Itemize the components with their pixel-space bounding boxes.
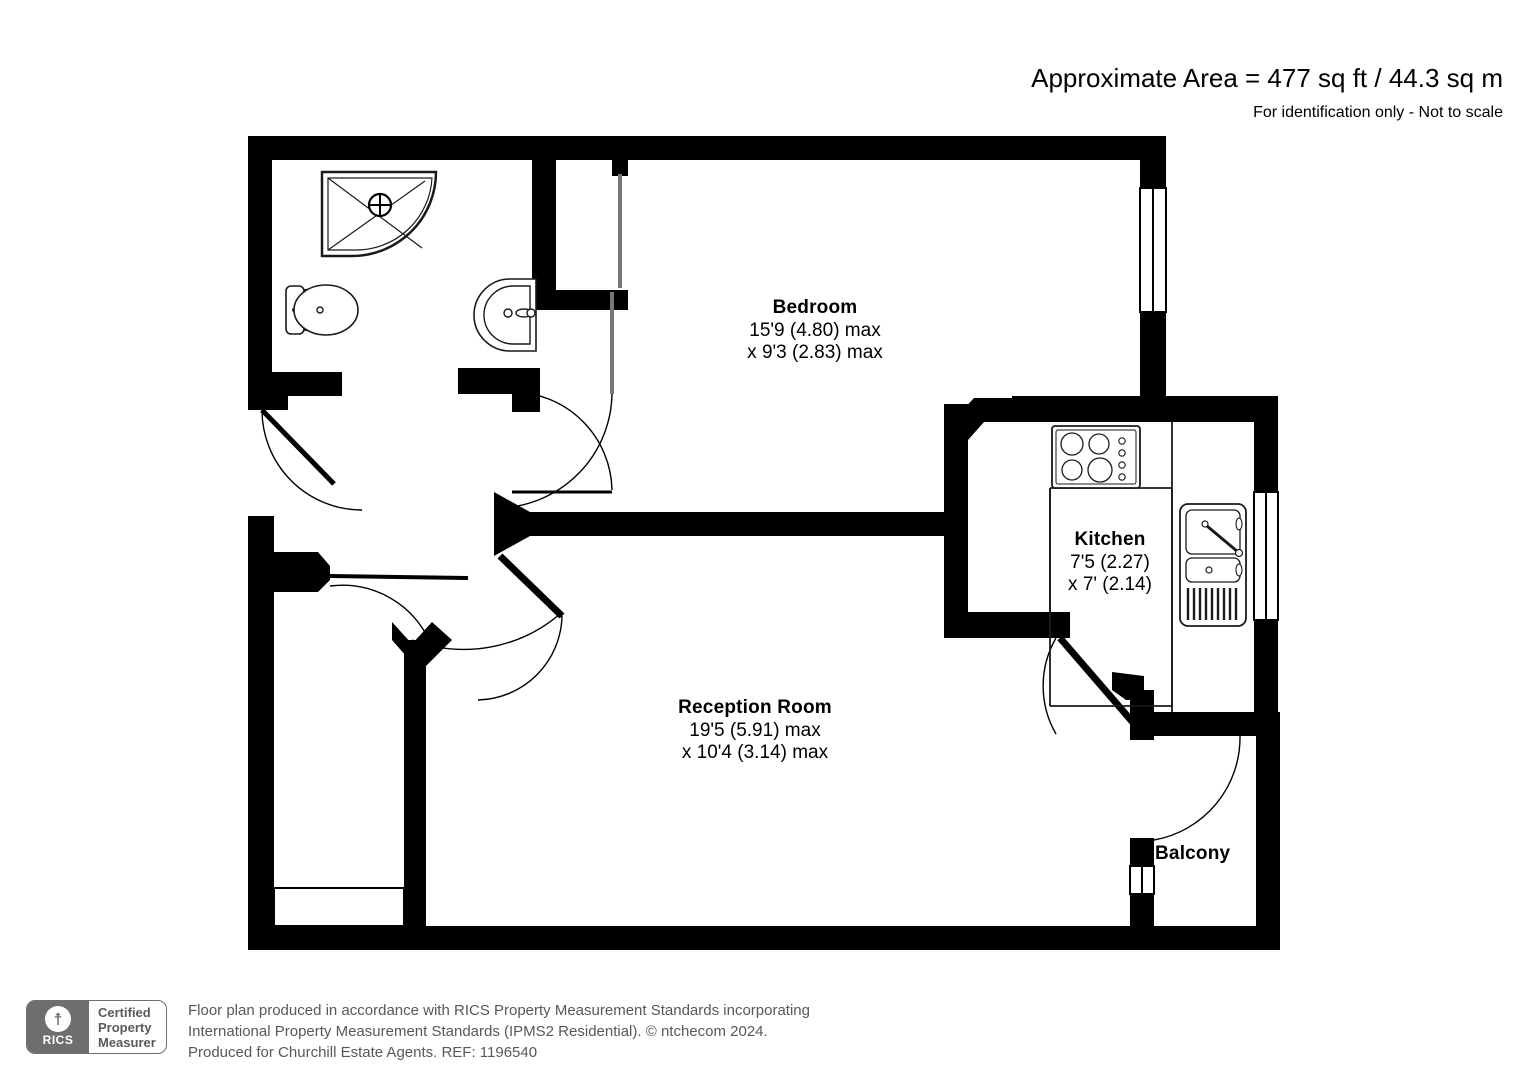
hob-ring-4 <box>1087 457 1113 483</box>
room-name-bedroom: Bedroom <box>772 297 858 318</box>
sink-waste-half <box>1205 566 1213 574</box>
toilet-icon <box>285 284 359 336</box>
wall-top-exterior <box>248 136 1166 160</box>
badge-line-2: Property <box>98 1019 152 1035</box>
room-dim2-kitchen: x 7' (2.14) <box>1068 574 1152 595</box>
wall-kitchen-east-upper <box>1254 396 1278 492</box>
hob-control-3 <box>1118 461 1126 469</box>
wall-balcony-south <box>1130 926 1280 950</box>
door-leaf-store <box>329 574 469 580</box>
toilet-seat <box>293 284 359 336</box>
door-arc-entrance <box>261 409 363 511</box>
hob-control-4 <box>1118 473 1126 481</box>
plan-footer: ☨ RICS Certified Property Measurer Floor… <box>0 996 1527 1080</box>
sink-tap-base <box>1234 548 1244 558</box>
badge-line-3: Measurer <box>98 1034 156 1050</box>
sink-drainer-grooves <box>1186 588 1238 620</box>
door-leaf-kitchen <box>1057 635 1139 729</box>
door-arc-reception <box>411 613 561 651</box>
door-arc-balcony <box>1153 735 1241 841</box>
door-arc-bathroom <box>511 391 613 491</box>
hob-ring-2 <box>1088 433 1110 455</box>
shower-tray-inner <box>327 177 433 251</box>
wall-balcony-north <box>1130 712 1280 736</box>
approximate-area-text: Approximate Area = 477 sq ft / 44.3 sq m <box>1031 63 1503 93</box>
bathroom-fixtures <box>285 170 537 352</box>
room-name-reception-room: Reception Room <box>678 697 832 718</box>
wall-left-exterior-upper <box>248 136 272 404</box>
kitchen-sink-icon <box>1179 503 1247 627</box>
door-leaf-entrance <box>260 408 336 486</box>
room-name-kitchen: Kitchen <box>1074 529 1146 550</box>
scale-disclaimer-text: For identification only - Not to scale <box>1253 104 1503 121</box>
room-label-kitchen: Kitchen 7'5 (2.27) x 7' (2.14) <box>1020 528 1200 596</box>
plan-header: Approximate Area = 477 sq ft / 44.3 sq m… <box>1031 62 1503 124</box>
wall-bottom-exterior <box>248 926 1168 950</box>
hob-control-2 <box>1118 449 1126 457</box>
kitchen-worktop <box>1049 487 1173 712</box>
wall-balcony-east <box>1256 712 1280 950</box>
toilet-seat-hinge <box>316 306 324 314</box>
wardrobe-doors-icon <box>610 174 622 394</box>
sink-mixer-tap <box>1206 524 1239 554</box>
wall-balcony-west-lower <box>1130 892 1154 932</box>
rics-crest-icon: ☨ <box>45 1006 71 1032</box>
wall-wardrobe-recess-bottom <box>556 290 628 310</box>
room-label-reception-room: Reception Room 19'5 (5.91) max x 10'4 (3… <box>590 696 920 764</box>
wall-reception-vertical-partition <box>404 640 426 932</box>
room-dim2-reception-room: x 10'4 (3.14) max <box>681 742 829 763</box>
sink-tap-handle-2 <box>1235 563 1243 577</box>
room-label-balcony: Balcony <box>1155 842 1305 866</box>
room-dim1-bedroom: 15'9 (4.80) max <box>749 320 881 341</box>
wall-hall-left-stub <box>274 552 330 592</box>
room-dim1-kitchen: 7'5 (2.27) <box>1070 552 1150 573</box>
hob-control-1 <box>1118 437 1126 445</box>
wall-bedroom-east-upper <box>1140 160 1166 188</box>
rics-logo: ☨ RICS <box>27 1001 89 1053</box>
floor-plan-drawing <box>248 136 1280 950</box>
kitchen-fixtures <box>1049 422 1247 712</box>
wall-left-exterior-lower <box>248 516 274 950</box>
sink-waste-main <box>1201 520 1209 528</box>
door-arc-bedroom <box>495 391 613 509</box>
wall-kitchen-west <box>944 404 968 636</box>
door-leaf-hall-reception <box>497 553 565 619</box>
wall-kitchen-east-lower <box>1254 620 1278 716</box>
rics-badge-text: Certified Property Measurer <box>89 1001 166 1053</box>
legal-line-2: International Property Measurement Stand… <box>188 1023 768 1040</box>
hob-icon <box>1051 425 1141 489</box>
basin-waste-icon <box>503 308 513 318</box>
hob-ring-3 <box>1061 459 1083 481</box>
door-arc-reception-2 <box>329 584 427 635</box>
basin-tap-head <box>526 308 536 318</box>
room-label-bedroom: Bedroom 15'9 (4.80) max x 9'3 (2.83) max <box>650 296 980 364</box>
room-dim1-reception-room: 19'5 (5.91) max <box>689 720 821 741</box>
wall-partition-left-stub <box>494 492 530 556</box>
wall-bathroom-south-left <box>262 372 342 396</box>
wall-bedroom-east-lower <box>1140 312 1166 406</box>
wall-balcony-west-mid <box>1130 838 1154 866</box>
room-name-balcony: Balcony <box>1155 843 1231 864</box>
wash-basin-icon <box>473 278 537 352</box>
floor-plan-svg <box>248 136 1280 950</box>
legal-line-1: Floor plan produced in accordance with R… <box>188 1002 810 1019</box>
legal-disclaimer: Floor plan produced in accordance with R… <box>188 1000 810 1063</box>
window-reception-south <box>273 887 405 927</box>
room-dim2-bedroom: x 9'3 (2.83) max <box>747 342 883 363</box>
rics-wordmark: RICS <box>42 1033 74 1047</box>
hob-ring-1 <box>1060 432 1084 456</box>
wall-wardrobe-jamb-top <box>612 160 628 176</box>
badge-line-1: Certified <box>98 1004 151 1020</box>
wall-kitchen-door-jamb-sw <box>1038 612 1070 638</box>
shower-tray-icon <box>320 170 438 258</box>
windows <box>273 187 1279 927</box>
door-arc-hall-reception <box>477 615 563 701</box>
wall-structure <box>248 136 1280 950</box>
wall-hall-reception-partition <box>512 512 950 536</box>
sink-tap-handle-1 <box>1235 517 1243 531</box>
wall-bathroom-door-jamb <box>512 368 540 412</box>
wall-reception-balcony-jamb <box>1112 672 1144 700</box>
legal-line-3: Produced for Churchill Estate Agents. RE… <box>188 1044 538 1061</box>
rics-certified-badge: ☨ RICS Certified Property Measurer <box>26 1000 167 1054</box>
